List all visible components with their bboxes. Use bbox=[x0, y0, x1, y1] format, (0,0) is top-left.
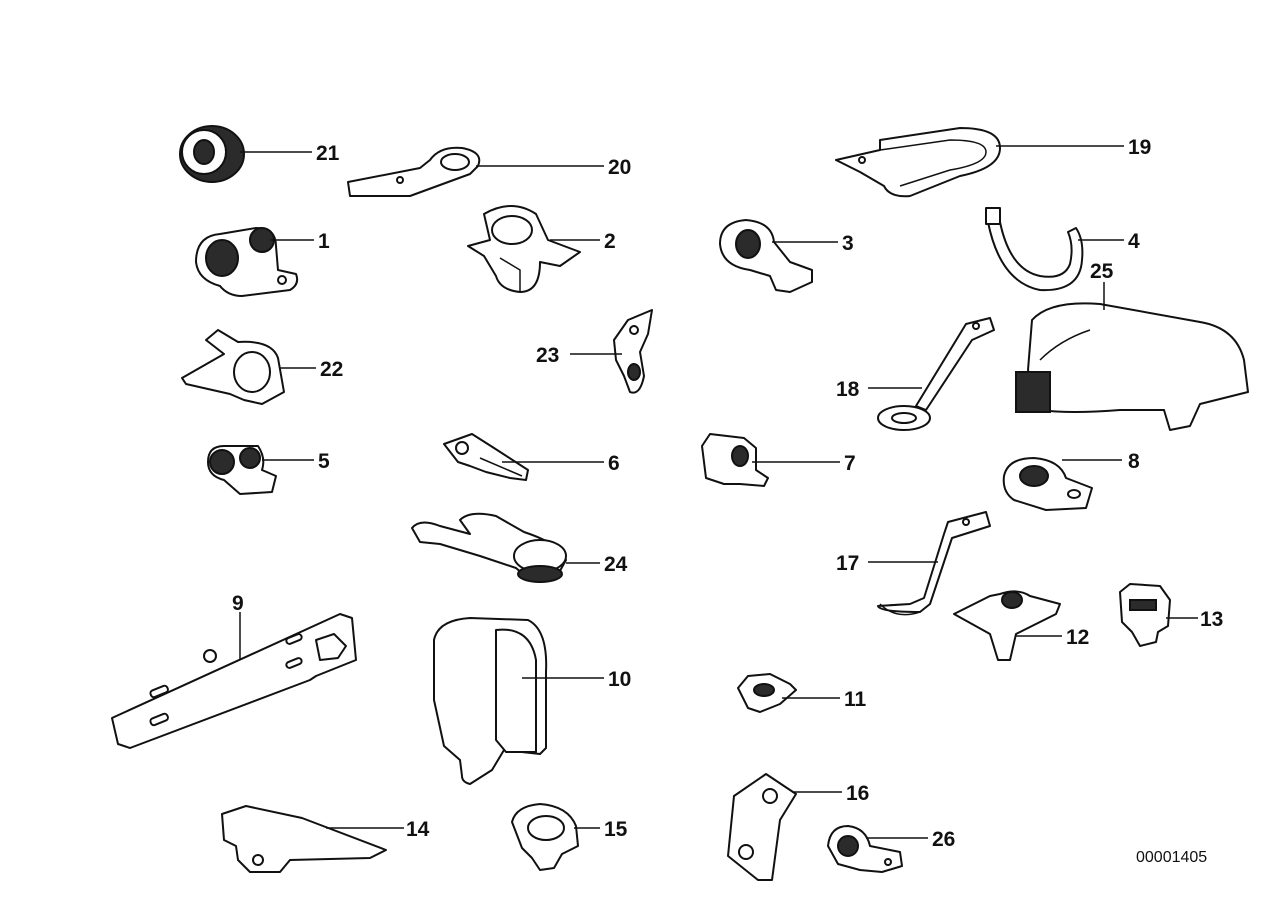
callout-11: 11 bbox=[844, 688, 867, 711]
callout-14: 14 bbox=[406, 818, 430, 841]
callout-21: 21 bbox=[316, 142, 340, 165]
callout-3: 3 bbox=[842, 232, 854, 255]
part-8-p-clip bbox=[1002, 457, 1093, 511]
part-2-plastic-clip bbox=[467, 205, 581, 293]
part-19-strap-clamp bbox=[835, 127, 1001, 198]
callout-8: 8 bbox=[1128, 450, 1140, 473]
part-14-cover-plate bbox=[221, 805, 387, 873]
callout-5: 5 bbox=[318, 450, 330, 473]
part-3-cable-holder bbox=[719, 219, 813, 293]
part-9-bracket-plate bbox=[111, 613, 357, 749]
callout-13: 13 bbox=[1200, 608, 1223, 631]
callout-22: 22 bbox=[320, 358, 343, 381]
part-13-push-clip bbox=[1119, 583, 1171, 647]
part-7-box-clip bbox=[701, 433, 769, 487]
callout-23: 23 bbox=[536, 344, 559, 367]
callout-18: 18 bbox=[836, 378, 860, 401]
callout-6: 6 bbox=[608, 452, 620, 475]
diagram-id: 00001405 bbox=[1136, 849, 1207, 866]
part-4-cable-tie bbox=[985, 207, 1084, 292]
callout-25: 25 bbox=[1090, 260, 1114, 283]
part-11-small-clip bbox=[737, 673, 797, 713]
part-17-rod-fork bbox=[877, 511, 991, 616]
callout-17: 17 bbox=[836, 552, 859, 575]
callout-1: 1 bbox=[318, 230, 330, 253]
part-25-cover bbox=[1015, 302, 1249, 431]
callout-16: 16 bbox=[846, 782, 869, 805]
callout-9: 9 bbox=[232, 592, 244, 615]
part-26-tab-clip bbox=[827, 825, 903, 873]
callout-7: 7 bbox=[844, 452, 856, 475]
part-20-ring-bracket bbox=[347, 146, 481, 197]
callout-2: 2 bbox=[604, 230, 616, 253]
callout-26: 26 bbox=[932, 828, 955, 851]
part-18-rod-ring bbox=[877, 317, 995, 431]
part-10-boot bbox=[433, 617, 548, 785]
part-5-small-p-clip bbox=[207, 445, 277, 495]
part-1-p-clip bbox=[195, 227, 299, 297]
callout-24: 24 bbox=[604, 553, 628, 576]
callout-15: 15 bbox=[604, 818, 628, 841]
part-15-push-in-clip bbox=[511, 803, 579, 871]
part-23-bracket-clip bbox=[613, 309, 653, 394]
part-6-fork-clip bbox=[443, 433, 529, 481]
part-12-bracket-clip bbox=[953, 590, 1061, 661]
callout-4: 4 bbox=[1128, 230, 1140, 253]
part-21-grommet bbox=[179, 125, 245, 183]
part-24-fork-bracket bbox=[411, 512, 567, 583]
callout-10: 10 bbox=[608, 668, 631, 691]
callout-20: 20 bbox=[608, 156, 631, 179]
callout-19: 19 bbox=[1128, 136, 1151, 159]
callout-12: 12 bbox=[1066, 626, 1089, 649]
part-16-angle-bracket bbox=[727, 773, 797, 881]
part-22-spring-clip bbox=[181, 329, 285, 405]
